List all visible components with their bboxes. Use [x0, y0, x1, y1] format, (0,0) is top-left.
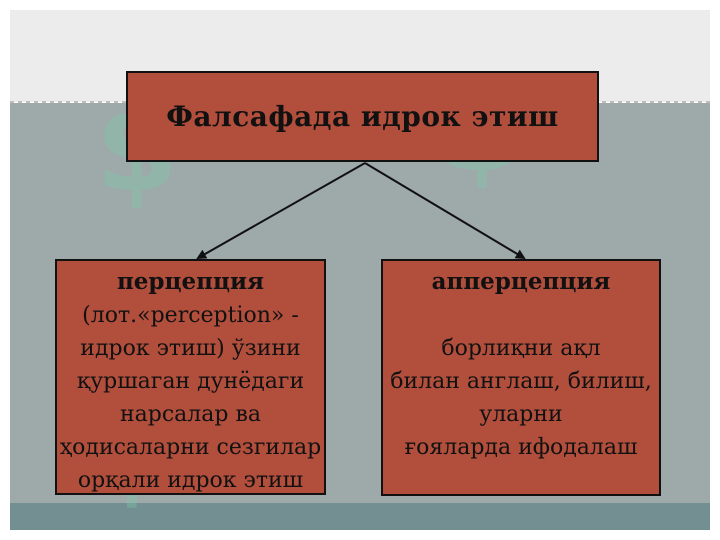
apperception-text-line: борлиқни ақл — [441, 336, 601, 361]
footer-band — [10, 503, 710, 530]
apperception-heading: апперцепция — [431, 268, 611, 295]
perception-text-line: орқали идрок этиш — [77, 468, 304, 493]
apperception-text-line: билан англаш, билиш, — [390, 369, 652, 394]
apperception-text-line: уларни — [479, 402, 563, 427]
perception-heading: перцепция — [116, 268, 265, 295]
title-box: Фалсафада идрок этиш — [126, 71, 599, 162]
perception-text-line: қуршаган дунёдаги — [76, 369, 305, 394]
perception-text-line: (лот.«perception» - — [82, 303, 299, 328]
arrow-to-right-box — [364, 162, 526, 260]
perception-box: перцепция (лот.«perception» - идрок этиш… — [55, 259, 326, 495]
apperception-box: апперцепция борлиқни ақл билан англаш, б… — [381, 259, 661, 496]
perception-text-line: нарсалар ва — [120, 402, 261, 427]
spacer — [383, 299, 659, 332]
apperception-text-line: ғояларда ифодалаш — [404, 435, 638, 460]
perception-text-line: ҳодисаларни сезгилар — [59, 435, 322, 460]
arrow-to-left-box — [196, 162, 366, 259]
perception-text-line: идрок этиш) ўзини — [80, 336, 301, 361]
diagram-title: Фалсафада идрок этиш — [166, 100, 559, 133]
